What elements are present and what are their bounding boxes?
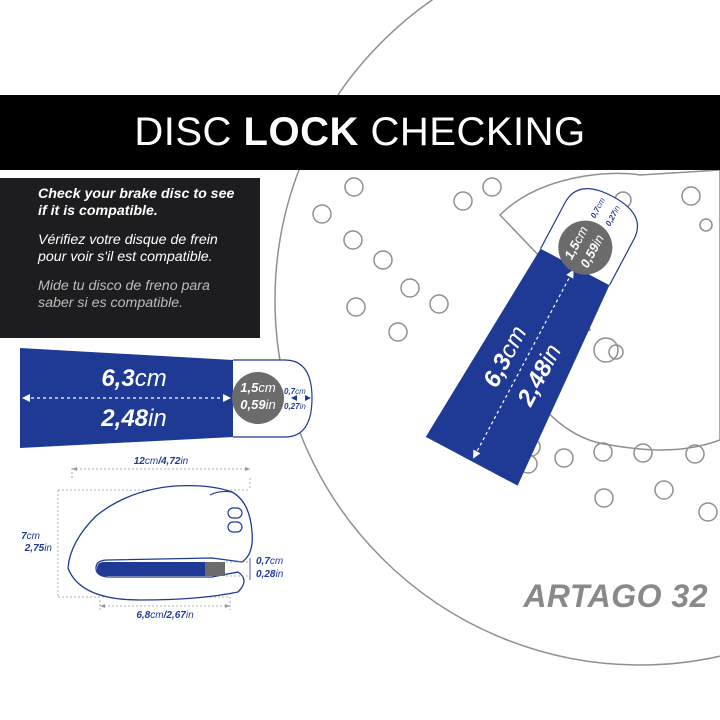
gauge-pin-in: 0,59: [240, 397, 266, 412]
svg-text:7cm: 7cm: [21, 531, 40, 542]
svg-text:2,75in: 2,75in: [24, 543, 53, 554]
svg-text:1,5cm: 1,5cm: [240, 380, 276, 395]
title-part-2: LOCK: [243, 110, 359, 154]
gauge-pin-circle: [232, 372, 284, 424]
instruction-box: Check your brake disc to see if it is co…: [0, 178, 260, 338]
lock-pin-tip: [205, 562, 225, 576]
lock-slot-cm: 0,7: [256, 556, 270, 567]
lock-pin: [97, 562, 205, 576]
lock-diagram: 12cm/4,72in 7cm 2,75in 0,7cm 0,28in 6,8c…: [21, 456, 284, 620]
svg-text:0,7cm: 0,7cm: [256, 556, 283, 567]
lock-key-slot-2: [227, 521, 243, 533]
instruction-french: Vérifiez votre disque de frein pour voir…: [38, 232, 218, 265]
disc-gauge-blue-wedge: [425, 248, 610, 486]
title-part-3: CHECKING: [358, 110, 586, 154]
lock-width-cm: 12: [134, 456, 146, 467]
instruction-spanish: Mide tu disco de freno para saber si es …: [38, 278, 210, 311]
lock-depth-in: 2,67: [165, 610, 186, 620]
gap-arrow-right: [305, 395, 311, 401]
svg-text:12cm/4,72in: 12cm/4,72in: [134, 456, 189, 467]
lock-depth-cm: 6,8: [136, 610, 150, 620]
gap-arrow-left: [291, 395, 297, 401]
lock-height-in: 2,75: [24, 543, 45, 554]
svg-text:6,3cm: 6,3cm: [101, 365, 166, 392]
svg-text:6,8cm/2,67in: 6,8cm/2,67in: [136, 610, 194, 620]
lock-body-outline: [67, 484, 253, 601]
lock-slot-in: 0,28: [256, 569, 276, 580]
title-banner: DISC LOCK CHECKING: [0, 95, 720, 170]
gauge-gap-cm: 0,7: [284, 387, 296, 396]
gauge-blue-wedge: [20, 348, 233, 448]
gauge-horizontal: 6,3cm 2,48in 1,5cm 0,59in 0,7cm 0,27in: [20, 348, 313, 448]
lock-key-slot-1: [227, 507, 243, 519]
gauge-gap-in: 0,27: [284, 402, 300, 411]
title-part-1: DISC: [134, 110, 244, 154]
instruction-english: Check your brake disc to see if it is co…: [38, 186, 235, 219]
disc-gauge-pin-circle: [558, 220, 613, 275]
gauge-unit-in: in: [148, 405, 167, 432]
svg-text:0,7cm: 0,7cm: [284, 387, 306, 396]
product-name: ARTAGO 32: [523, 578, 708, 614]
disc-gauge-length-arrow: [474, 272, 573, 457]
gauge-length-cm: 6,3: [101, 365, 135, 392]
svg-text:0,27in: 0,27in: [284, 402, 306, 411]
gauge-unit-cm: cm: [135, 365, 167, 392]
svg-text:2,48in: 2,48in: [100, 405, 166, 432]
brake-disc-rim: [274, 0, 720, 666]
lock-width-in: 4,72: [160, 456, 181, 467]
svg-text:0,28in: 0,28in: [256, 569, 284, 580]
gauge-pin-cm: 1,5: [240, 380, 259, 395]
lock-height-cm: 7: [21, 531, 27, 542]
gauge-length-in: 2,48: [100, 405, 148, 432]
svg-text:0,59in: 0,59in: [240, 397, 275, 412]
